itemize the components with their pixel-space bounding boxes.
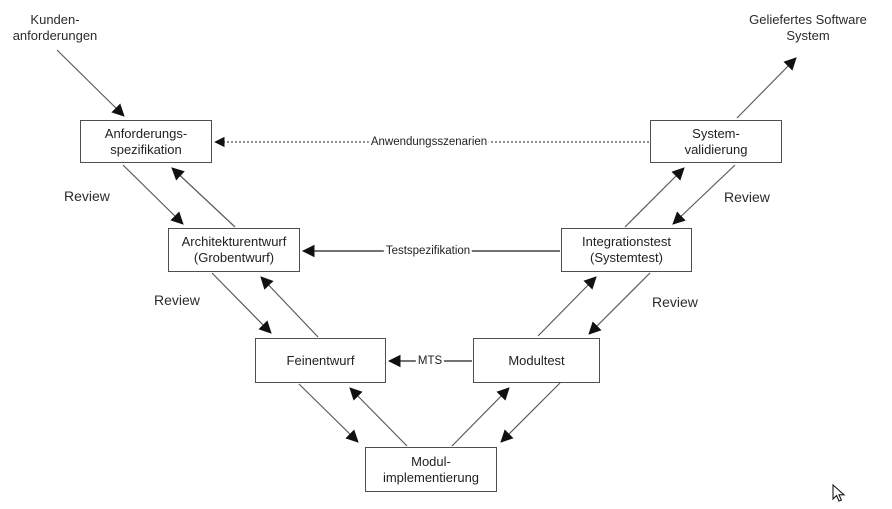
arrow-integrationstest-to-systemvalidierung (624, 167, 685, 228)
box-modulimplementierung: Modul- implementierung (365, 447, 497, 492)
label-review-right-middle: Review (652, 294, 698, 310)
label-review-left-top: Review (64, 188, 110, 204)
box-systemvalidierung-line1: System- (692, 125, 740, 141)
label-kundenanforderungen-line1: Kunden- (30, 12, 80, 27)
label-anwendungsszenarien: Anwendungsszenarien (368, 136, 490, 148)
arrow-architekturentwurf-to-feinentwurf (211, 272, 272, 334)
label-mts: MTS (415, 355, 445, 367)
label-review-right-top: Review (724, 189, 770, 205)
box-modultest-line1: Modultest (508, 352, 565, 368)
arrow-modultest-review-to-modulimplementierung (500, 382, 561, 443)
label-testspezifikation: Testspezifikation (383, 245, 473, 257)
arrow-anforderungsspezifikation-to-architekturentwurf (122, 164, 184, 225)
label-kundenanforderungen: Kunden- anforderungen (0, 12, 110, 44)
arrow-kundenanforderungen-to-anforderungsspezifikation (56, 49, 125, 117)
box-integrationstest: Integrationstest (Systemtest) (561, 228, 692, 272)
label-review-left-middle: Review (154, 292, 200, 308)
box-feinentwurf: Feinentwurf (255, 338, 386, 383)
box-modultest: Modultest (473, 338, 600, 383)
box-modulimplementierung-line2: implementierung (382, 469, 480, 485)
mouse-cursor-icon (832, 484, 846, 502)
box-systemvalidierung-line2: validierung (684, 141, 748, 157)
box-anforderungsspezifikation-line1: Anforderungs- (104, 125, 188, 141)
box-feinentwurf-line1: Feinentwurf (286, 352, 355, 368)
arrow-modulimplementierung-to-modultest (451, 387, 510, 447)
arrow-feinentwurf-to-modulimplementierung (298, 383, 359, 443)
box-modulimplementierung-line1: Modul- (411, 453, 451, 469)
arrow-feinentwurf-review-to-architekturentwurf (260, 276, 319, 338)
box-architekturentwurf: Architekturentwurf (Grobentwurf) (168, 228, 300, 272)
box-architekturentwurf-line1: Architekturentwurf (181, 234, 287, 249)
label-geliefertes-software-system: Geliefertes Software System (743, 12, 873, 44)
box-anforderungsspezifikation: Anforderungs- spezifikation (80, 120, 212, 163)
arrow-modulimplementierung-review-to-feinentwurf (349, 387, 408, 447)
label-geliefertes-line2: System (786, 28, 830, 43)
arrow-architekturentwurf-review-to-anforderungsspezifikation (171, 167, 236, 228)
box-anforderungsspezifikation-line2: spezifikation (110, 141, 182, 157)
arrow-systemvalidierung-to-geliefertes-system (736, 57, 797, 119)
box-architekturentwurf-line2: (Grobentwurf) (193, 250, 275, 265)
arrow-modultest-to-integrationstest (537, 276, 597, 337)
label-kundenanforderungen-line2: anforderungen (12, 28, 98, 43)
arrow-integrationstest-review-to-modultest (588, 272, 651, 335)
label-geliefertes-line1: Geliefertes Software (749, 12, 867, 27)
box-integrationstest-line2: (Systemtest) (590, 250, 663, 265)
arrow-systemvalidierung-review-to-integrationstest (672, 164, 736, 225)
box-systemvalidierung: System- validierung (650, 120, 782, 163)
box-integrationstest-line1: Integrationstest (582, 234, 671, 249)
